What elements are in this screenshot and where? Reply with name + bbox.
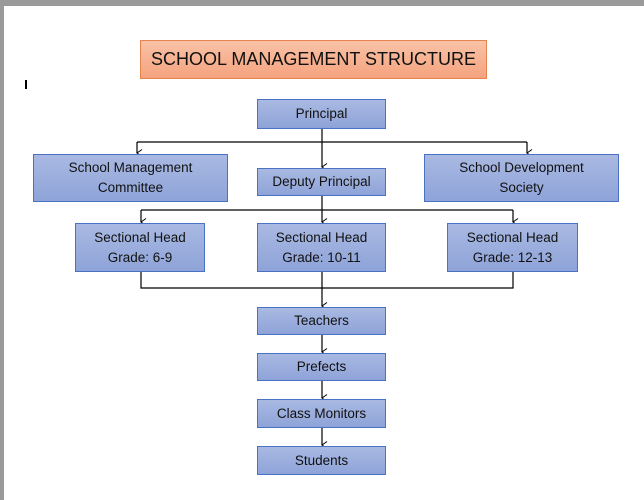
node-class-monitors[interactable]: Class Monitors bbox=[257, 399, 386, 428]
node-label: Grade: 10-11 bbox=[282, 249, 361, 265]
node-label: Society bbox=[499, 180, 544, 195]
connector bbox=[141, 196, 513, 211]
node-prefects[interactable]: Prefects bbox=[257, 353, 386, 381]
connector bbox=[140, 272, 514, 289]
node-label: Class Monitors bbox=[276, 405, 367, 421]
node-sectional-head-10-11[interactable]: Sectional Head Grade: 10-11 bbox=[257, 223, 386, 272]
node-label: Prefects bbox=[296, 359, 347, 374]
node-sectional-head-6-9[interactable]: Sectional Head Grade: 6-9 bbox=[75, 223, 205, 272]
node-teachers[interactable]: Teachers bbox=[257, 307, 386, 335]
text-cursor bbox=[25, 80, 27, 89]
connector bbox=[137, 129, 527, 143]
node-label: Sectional Head bbox=[275, 229, 368, 245]
node-label: Sectional Head bbox=[94, 229, 186, 245]
title-text: SCHOOL MANAGEMENT STRUCTURE bbox=[150, 49, 477, 69]
node-label: Sectional Head bbox=[466, 229, 559, 245]
node-label: Teachers bbox=[294, 313, 349, 328]
node-label: School Management bbox=[68, 160, 193, 175]
node-school-management-committee[interactable]: School Management Committee bbox=[33, 154, 228, 202]
node-sectional-head-12-13[interactable]: Sectional Head Grade: 12-13 bbox=[447, 223, 578, 272]
node-label: Principal bbox=[295, 106, 348, 121]
node-principal[interactable]: Principal bbox=[257, 99, 386, 129]
node-school-development-society[interactable]: School Development Society bbox=[424, 154, 619, 202]
node-deputy-principal[interactable]: Deputy Principal bbox=[257, 168, 386, 196]
node-students[interactable]: Students bbox=[257, 446, 386, 475]
node-label: Committee bbox=[97, 180, 164, 195]
diagram-title: SCHOOL MANAGEMENT STRUCTURE bbox=[140, 40, 487, 79]
node-label: Students bbox=[294, 452, 349, 468]
node-label: Grade: 12-13 bbox=[472, 249, 553, 265]
node-label: Deputy Principal bbox=[272, 174, 371, 189]
node-label: Grade: 6-9 bbox=[107, 249, 173, 265]
node-label: School Development bbox=[459, 160, 584, 175]
